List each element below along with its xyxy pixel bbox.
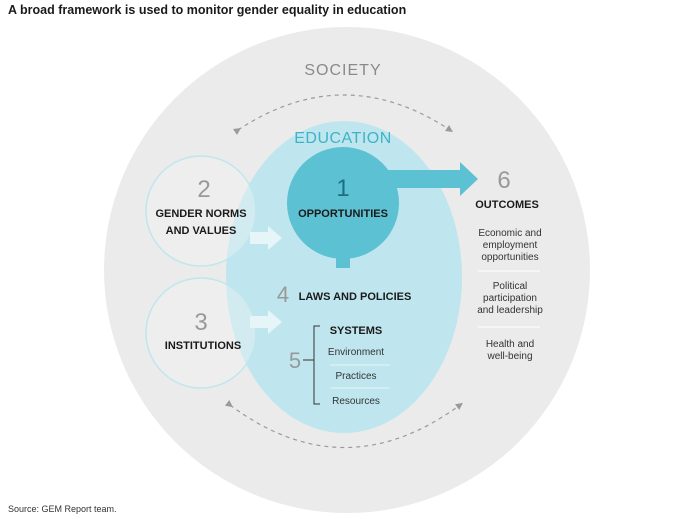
outcomes-number: 6 xyxy=(497,167,510,194)
outcome-line: opportunities xyxy=(481,252,538,263)
opportunities-label: OPPORTUNITIES xyxy=(298,208,388,220)
gender-norms-line2: AND VALUES xyxy=(166,225,237,237)
institutions-number: 3 xyxy=(194,309,207,336)
systems-label: SYSTEMS xyxy=(330,325,383,337)
institutions-arrow xyxy=(250,310,282,334)
outcome-line: and leadership xyxy=(477,305,543,316)
outcomes-arrow xyxy=(380,162,478,196)
institutions-label: INSTITUTIONS xyxy=(165,340,241,352)
systems-bracket xyxy=(313,325,320,405)
outcome-line: employment xyxy=(483,240,538,251)
education-area xyxy=(226,121,462,433)
norms-arrow xyxy=(250,226,282,250)
opportunities-circle xyxy=(287,147,399,259)
outcome-line: well-being xyxy=(486,351,532,362)
education-label: EDUCATION xyxy=(294,130,392,147)
outcome-line: Health and xyxy=(486,339,534,350)
gender-norms-circle xyxy=(145,155,257,267)
laws-number: 4 xyxy=(277,282,289,307)
outcome-line: Economic and xyxy=(478,228,541,239)
laws-up-arrow xyxy=(328,236,358,268)
systems-item: Resources xyxy=(332,396,380,407)
opportunities-number: 1 xyxy=(336,175,349,202)
society-label: SOCIETY xyxy=(304,62,381,79)
outcome-line: Political xyxy=(493,281,527,292)
systems-number: 5 xyxy=(289,348,301,373)
outcome-line: participation xyxy=(483,293,537,304)
institutions-circle xyxy=(145,277,257,389)
outcomes-label: OUTCOMES xyxy=(475,199,539,211)
figure-title: A broad framework is used to monitor gen… xyxy=(8,3,407,17)
gender-norms-number: 2 xyxy=(197,176,210,203)
systems-item: Practices xyxy=(335,371,376,382)
cycle-arrow-top xyxy=(233,94,454,135)
laws-label: LAWS AND POLICIES xyxy=(299,291,412,303)
cycle-arrow-bottom xyxy=(224,399,463,448)
gender-norms-line1: GENDER NORMS xyxy=(155,208,246,220)
systems-item: Environment xyxy=(328,347,384,358)
source-note: Source: GEM Report team. xyxy=(8,504,117,514)
